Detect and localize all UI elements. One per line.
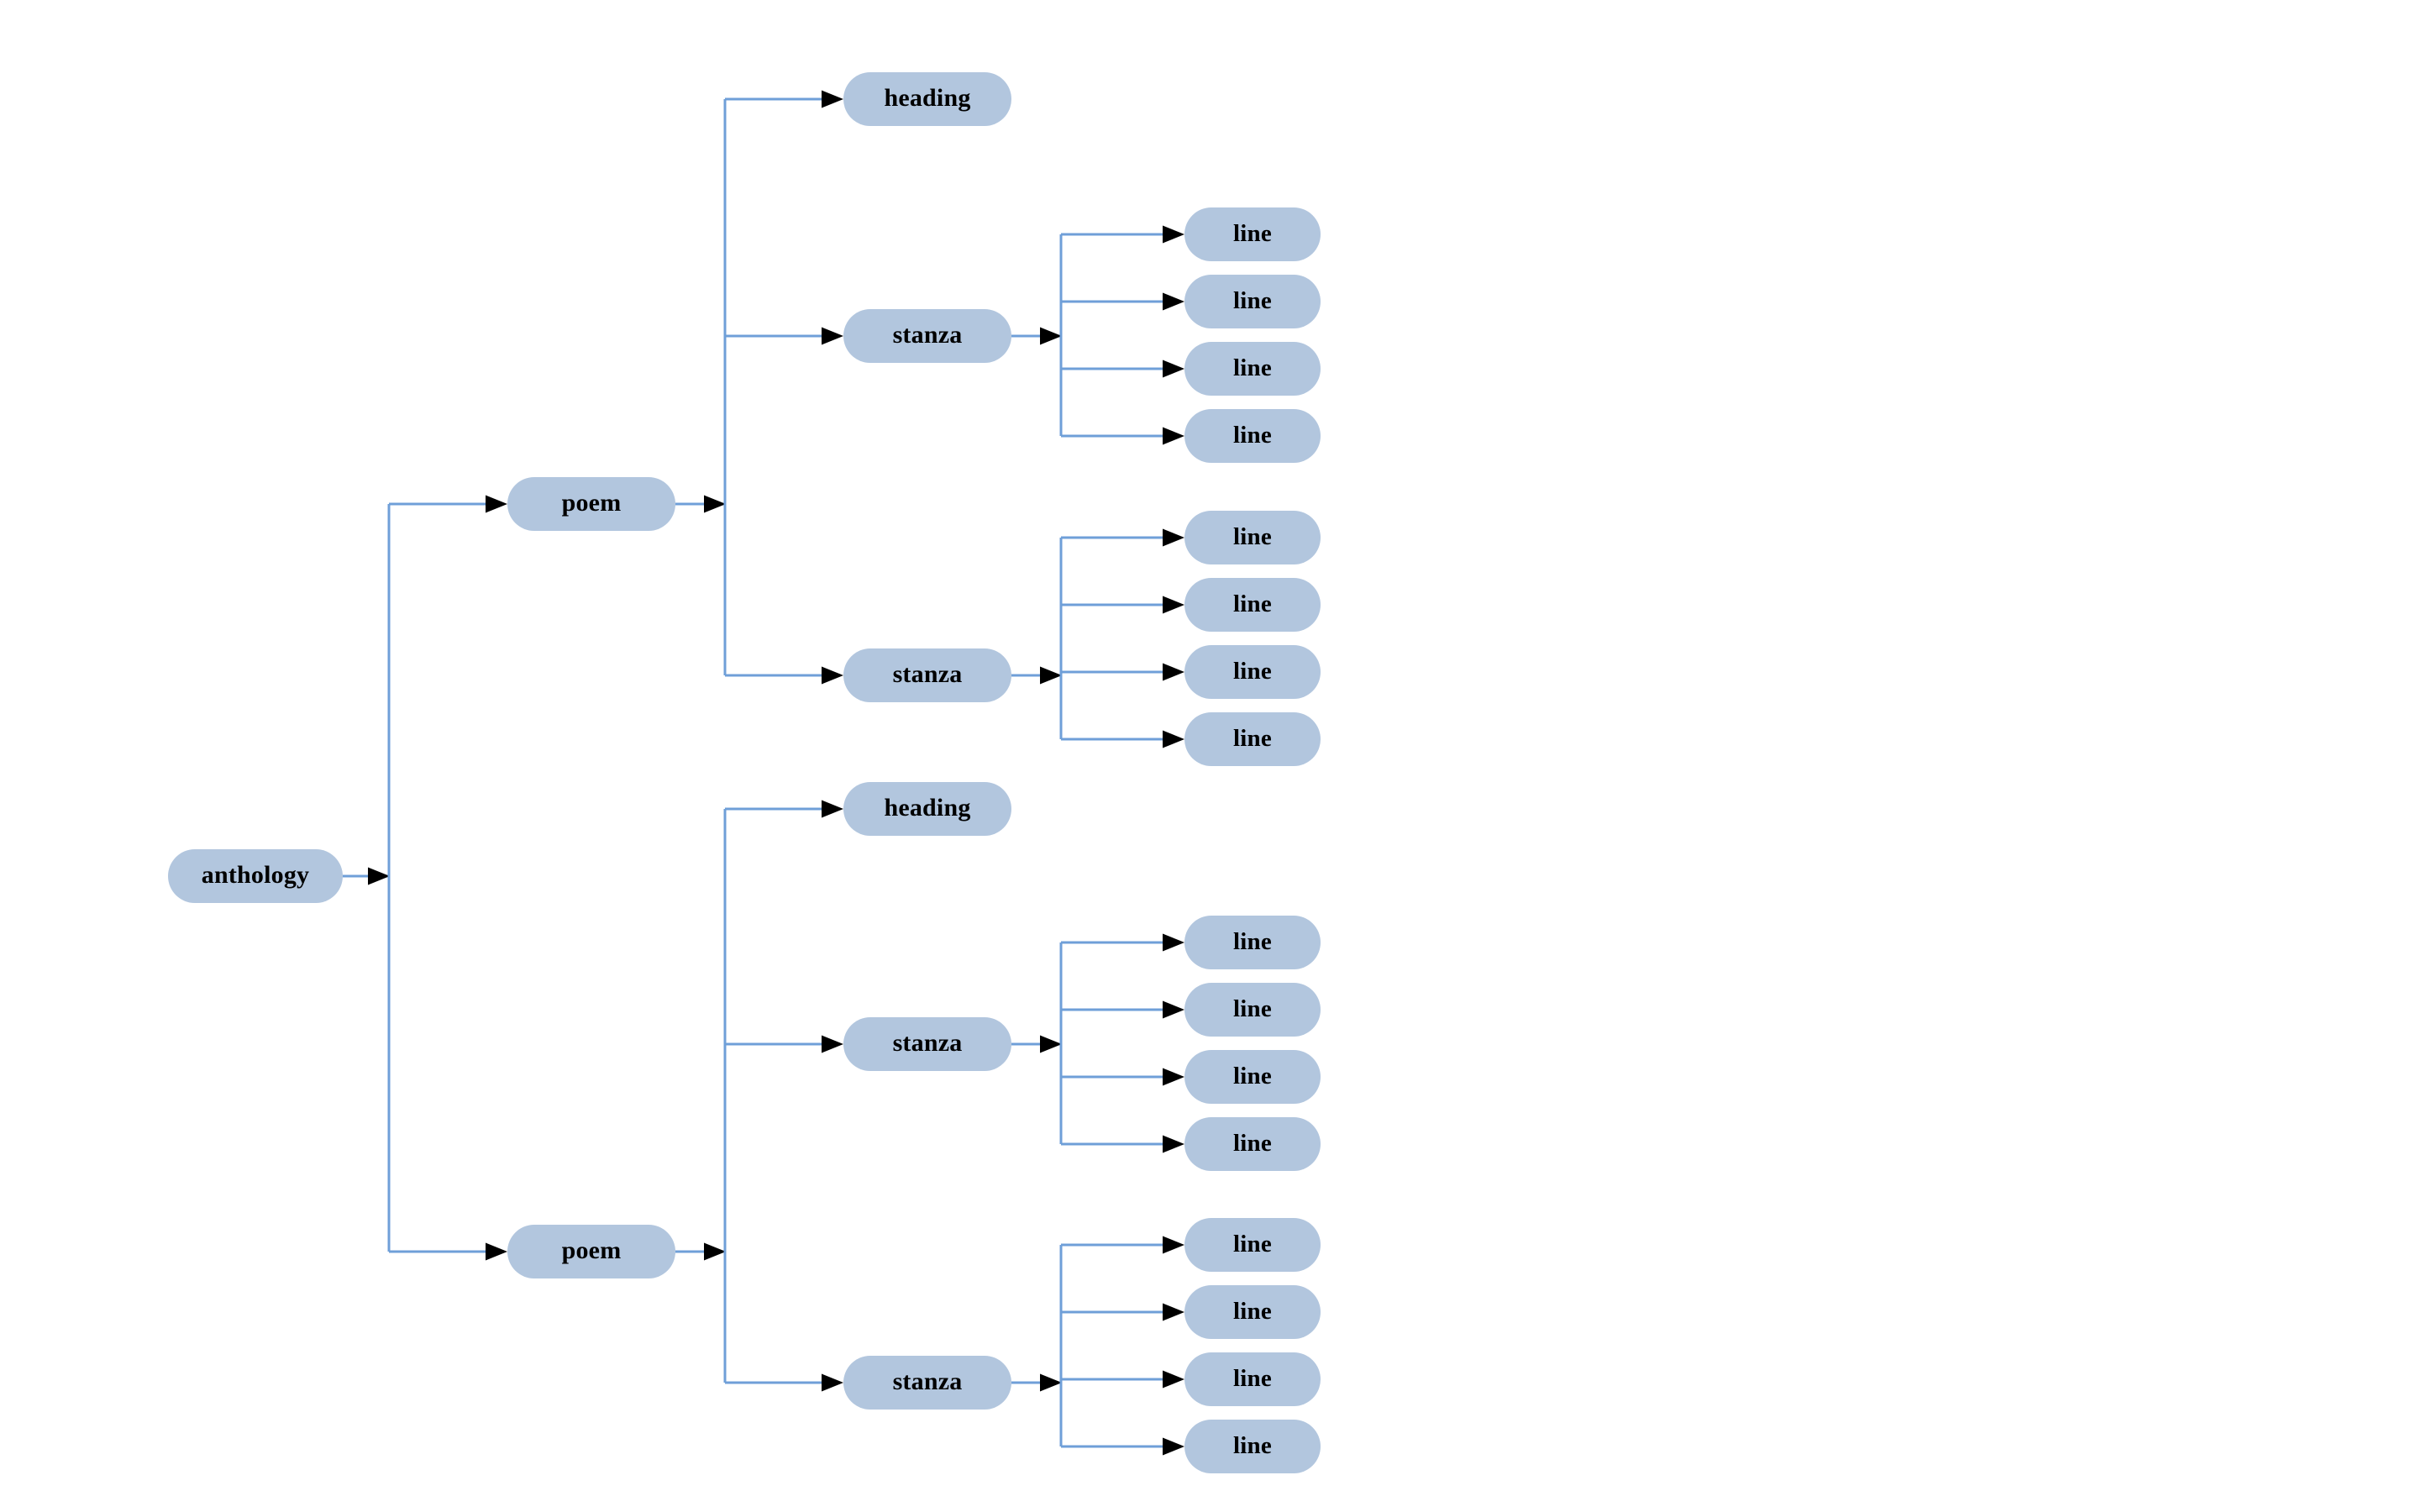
- node-label-line-2-1-2: line: [1233, 995, 1272, 1022]
- node-label-line-1-2-4: line: [1233, 724, 1272, 752]
- node-label-stanza-1-1: stanza: [892, 321, 963, 349]
- node-stanza-2-2[interactable]: stanza: [843, 1356, 1011, 1410]
- node-poem-1[interactable]: poem: [507, 477, 675, 531]
- arrowhead-line-1-2-4: [1163, 730, 1184, 748]
- node-label-heading-1: heading: [884, 84, 971, 112]
- arrowhead-into-trunk-poem-1: [704, 495, 726, 513]
- arrowhead-stanza-1-1: [822, 327, 843, 345]
- node-line-1-2-4[interactable]: line: [1184, 712, 1321, 766]
- arrowhead-into-trunk-stanza-1-2: [1040, 666, 1062, 685]
- arrowhead-into-trunk-poem-2: [704, 1242, 726, 1261]
- node-label-stanza-2-1: stanza: [892, 1029, 963, 1057]
- arrowhead-line-2-2-4: [1163, 1437, 1184, 1456]
- arrowhead-poem-2: [486, 1242, 507, 1261]
- node-line-2-1-2[interactable]: line: [1184, 983, 1321, 1037]
- arrowhead-line-2-1-1: [1163, 933, 1184, 952]
- arrowhead-line-2-2-3: [1163, 1370, 1184, 1389]
- node-label-line-2-2-4: line: [1233, 1431, 1272, 1459]
- node-label-stanza-2-2: stanza: [892, 1368, 963, 1395]
- arrowhead-line-1-1-3: [1163, 360, 1184, 378]
- arrowhead-line-1-1-2: [1163, 292, 1184, 311]
- node-anthology[interactable]: anthology: [168, 849, 343, 903]
- node-label-poem-2: poem: [561, 1236, 622, 1264]
- arrowhead-line-1-2-1: [1163, 528, 1184, 547]
- arrowhead-heading-2: [822, 800, 843, 818]
- arrowhead-line-2-1-4: [1163, 1135, 1184, 1153]
- node-label-anthology: anthology: [201, 861, 310, 889]
- node-poem-2[interactable]: poem: [507, 1225, 675, 1278]
- node-label-line-1-2-1: line: [1233, 522, 1272, 550]
- arrowhead-line-2-2-2: [1163, 1303, 1184, 1321]
- arrowhead-line-1-1-1: [1163, 225, 1184, 244]
- node-line-2-2-4[interactable]: line: [1184, 1420, 1321, 1473]
- arrowhead-into-trunk-anthology: [368, 867, 390, 885]
- node-line-2-2-2[interactable]: line: [1184, 1285, 1321, 1339]
- arrowhead-stanza-1-2: [822, 666, 843, 685]
- node-label-poem-1: poem: [561, 489, 622, 517]
- arrowhead-line-1-1-4: [1163, 427, 1184, 445]
- node-label-heading-2: heading: [884, 794, 971, 822]
- node-line-2-2-1[interactable]: line: [1184, 1218, 1321, 1272]
- arrowhead-poem-1: [486, 495, 507, 513]
- node-line-1-1-2[interactable]: line: [1184, 275, 1321, 328]
- arrowhead-line-2-1-2: [1163, 1000, 1184, 1019]
- arrowhead-stanza-2-1: [822, 1035, 843, 1053]
- node-stanza-1-2[interactable]: stanza: [843, 648, 1011, 702]
- arrowhead-line-1-2-2: [1163, 596, 1184, 614]
- node-label-line-2-1-4: line: [1233, 1129, 1272, 1157]
- node-line-1-1-4[interactable]: line: [1184, 409, 1321, 463]
- node-label-line-1-2-3: line: [1233, 657, 1272, 685]
- node-label-line-1-2-2: line: [1233, 590, 1272, 617]
- arrowhead-line-2-1-3: [1163, 1068, 1184, 1086]
- node-heading-1[interactable]: heading: [843, 72, 1011, 126]
- arrowhead-stanza-2-2: [822, 1373, 843, 1392]
- node-line-1-1-1[interactable]: line: [1184, 207, 1321, 261]
- node-line-2-1-4[interactable]: line: [1184, 1117, 1321, 1171]
- node-stanza-2-1[interactable]: stanza: [843, 1017, 1011, 1071]
- node-line-1-2-3[interactable]: line: [1184, 645, 1321, 699]
- node-label-line-2-2-2: line: [1233, 1297, 1272, 1325]
- node-label-line-1-1-3: line: [1233, 354, 1272, 381]
- node-label-stanza-1-2: stanza: [892, 660, 963, 688]
- node-label-line-2-1-1: line: [1233, 927, 1272, 955]
- node-heading-2[interactable]: heading: [843, 782, 1011, 836]
- node-label-line-2-2-3: line: [1233, 1364, 1272, 1392]
- node-label-line-1-1-4: line: [1233, 421, 1272, 449]
- arrowhead-heading-1: [822, 90, 843, 108]
- node-line-1-2-1[interactable]: line: [1184, 511, 1321, 564]
- arrowhead-into-trunk-stanza-1-1: [1040, 327, 1062, 345]
- node-line-1-2-2[interactable]: line: [1184, 578, 1321, 632]
- arrowhead-into-trunk-stanza-2-1: [1040, 1035, 1062, 1053]
- node-line-1-1-3[interactable]: line: [1184, 342, 1321, 396]
- node-line-2-2-3[interactable]: line: [1184, 1352, 1321, 1406]
- node-line-2-1-3[interactable]: line: [1184, 1050, 1321, 1104]
- arrowhead-line-1-2-3: [1163, 663, 1184, 681]
- node-label-line-1-1-2: line: [1233, 286, 1272, 314]
- arrowhead-line-2-2-1: [1163, 1236, 1184, 1254]
- node-label-line-1-1-1: line: [1233, 219, 1272, 247]
- node-stanza-1-1[interactable]: stanza: [843, 309, 1011, 363]
- node-line-2-1-1[interactable]: line: [1184, 916, 1321, 969]
- node-label-line-2-2-1: line: [1233, 1230, 1272, 1257]
- arrowhead-into-trunk-stanza-2-2: [1040, 1373, 1062, 1392]
- node-label-line-2-1-3: line: [1233, 1062, 1272, 1089]
